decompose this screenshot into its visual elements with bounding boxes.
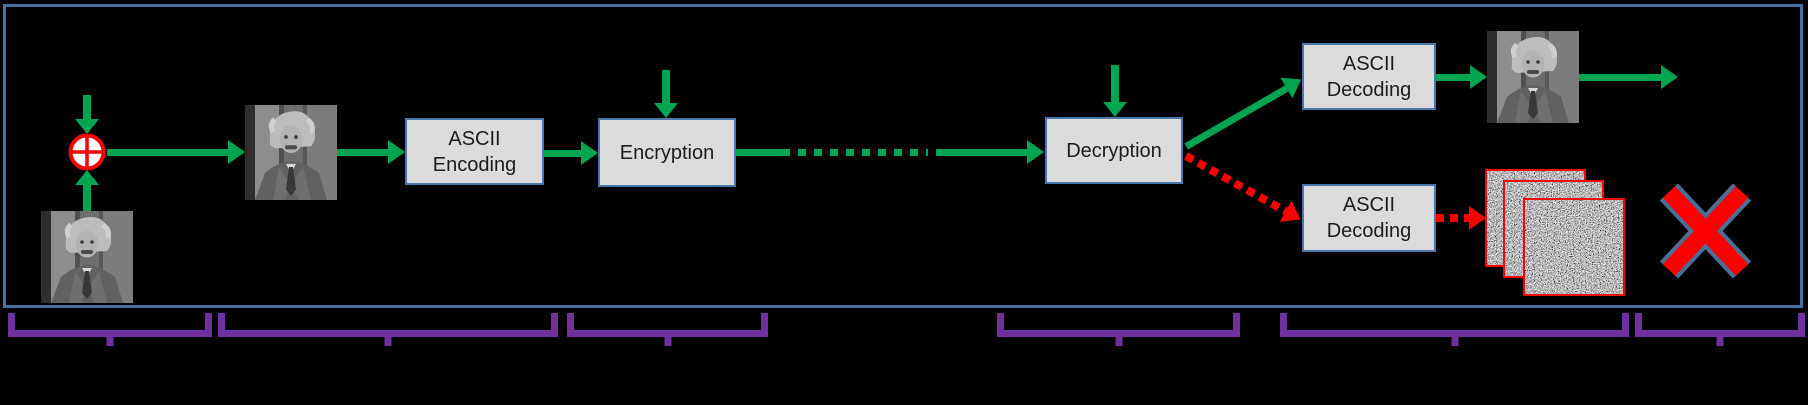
encryption-label: Encryption <box>619 141 715 164</box>
transmission-line-solid-left <box>736 149 790 156</box>
ascii-decoding-success-box: ASCII Decoding <box>1302 43 1436 110</box>
ascii-decoding-success-label: ASCII Decoding <box>1326 52 1412 101</box>
arrow-ascii-decoding-fail-to-noise <box>1436 206 1486 230</box>
phase-bracket-4 <box>997 313 1240 346</box>
ascii-encoding-label: ASCII Encoding <box>432 127 517 176</box>
noise-image-front <box>1523 198 1625 296</box>
recovered-image <box>1487 31 1579 123</box>
arrow-key-into-decryption <box>1103 65 1127 117</box>
phase-bracket-3 <box>567 313 768 346</box>
transmission-line-dotted <box>798 149 928 156</box>
decryption-label: Decryption <box>1066 139 1162 162</box>
arrow-ascii-encoding-to-encryption <box>544 141 598 165</box>
ascii-decoding-fail-label: ASCII Decoding <box>1326 194 1412 242</box>
ascii-encoding-box: ASCII Encoding <box>405 118 544 185</box>
source-image <box>41 211 133 303</box>
arrow-key-into-xor <box>75 95 99 134</box>
plain-image <box>245 105 337 200</box>
xor-icon <box>67 132 107 172</box>
phase-bracket-2 <box>218 313 558 346</box>
arrow-ascii-decoding-to-recovered-image <box>1435 65 1487 89</box>
phase-bracket-6 <box>1635 313 1805 346</box>
decryption-box: Decryption <box>1045 117 1183 184</box>
arrow-source-image-into-xor <box>75 170 99 211</box>
arrow-key-into-encryption <box>654 70 678 118</box>
phase-bracket-5 <box>1280 313 1629 346</box>
diagram-frame <box>3 4 1803 308</box>
arrow-xor-to-plain-image <box>107 140 245 164</box>
arrow-plain-image-to-ascii-encoding <box>337 140 405 164</box>
arrow-transmission-into-decryption <box>936 140 1044 164</box>
failure-x-icon <box>1656 183 1755 279</box>
ascii-decoding-fail-box: ASCII Decoding <box>1302 184 1436 252</box>
encryption-box: Encryption <box>598 118 736 187</box>
arrow-recovered-image-output <box>1579 65 1678 89</box>
phase-bracket-1 <box>8 313 212 346</box>
